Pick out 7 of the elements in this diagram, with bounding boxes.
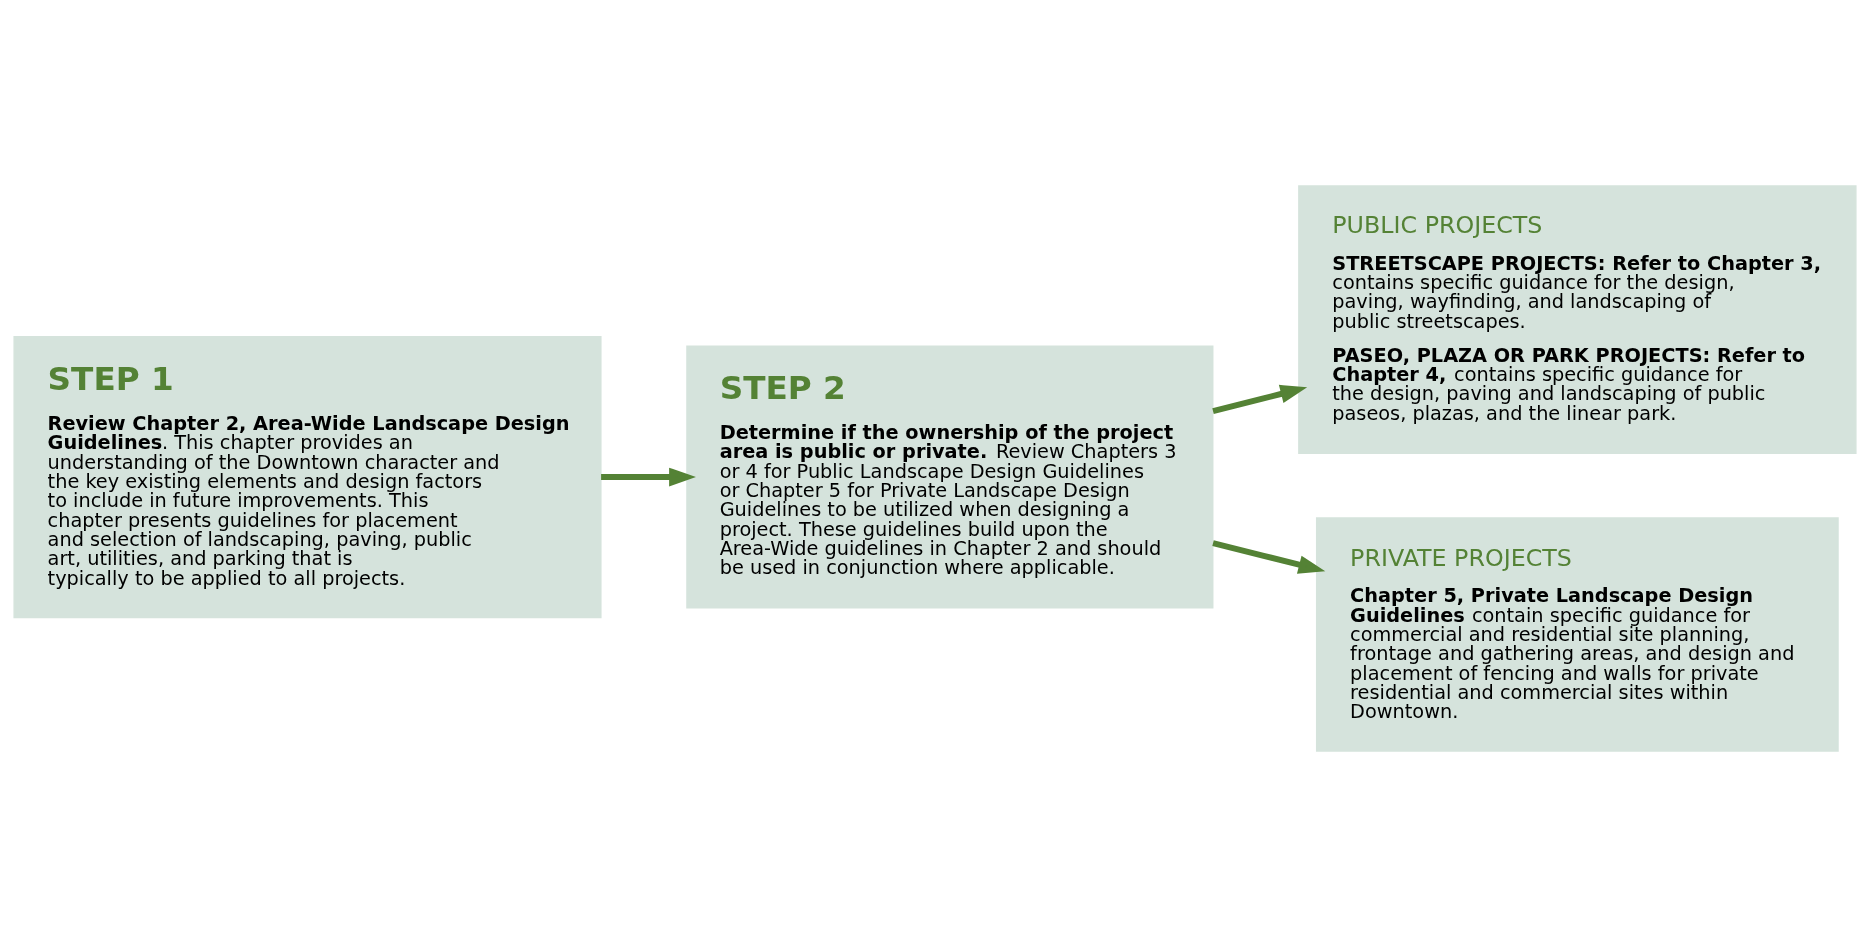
node-box: STEP 2 Determine if the ownership of the project area is public or private. Review Chapters 3 or 4 for Public Landscape Design Guidelines or Chapter 5 for Private Landscape Design Guidelines to be utilized when designing a project. These guidelines build upon the Area-Wide guidelines in Chapter 2 and should be used in conjunction where applicable. [686,345,1214,608]
node-box: PRIVATE PROJECTS Chapter 5, Private Landscape Design Guidelines contain specific guidance for commercial and residential site planning, frontage and gathering areas, and design and placement of fencing and walls for private residential and commercial sites within Downtown. [1315,516,1839,752]
arrow [1212,384,1308,414]
arrow [1212,539,1326,574]
node-box: PUBLIC PROJECTS STREETSCAPE PROJECTS: Refer to Chapter 3, contains specific guidance for the design, paving, wayfinding, and landscaping of public streetscapes. PASEO, PLAZA OR PARK PROJECTS: Refer to Chapter 4, contains specific guidance for the design, paving and landscaping of public paseos, plazas, and the linear park. [1298,184,1857,454]
arrow [601,467,696,486]
node-box: STEP 1 Review Chapter 2, Area-Wide Landscape Design Guidelines. This chapter provides an understanding of the Downtown character and the key existing elements and design factors to include in future improvements. This chapter presents guidelines for placement and selection of landscaping, paving, public art, utilities, and parking that is typically to be applied to all projects. [13,335,602,618]
